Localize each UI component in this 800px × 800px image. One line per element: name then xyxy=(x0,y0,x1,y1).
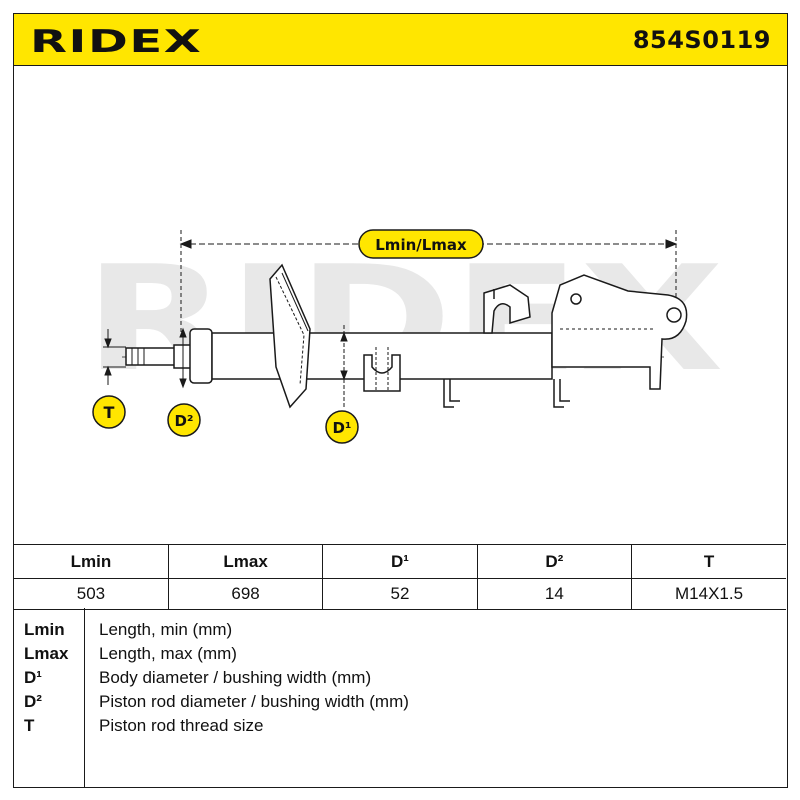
spec-value-lmin: 503 xyxy=(14,578,169,610)
legend-item: Lmin Length, min (mm) xyxy=(14,620,786,644)
knuckle-mount xyxy=(551,274,688,390)
legend-desc: Body diameter / bushing width (mm) xyxy=(99,668,372,687)
spec-col-lmin: Lmin xyxy=(14,544,169,579)
legend-desc: Length, max (mm) xyxy=(99,644,237,663)
spring-seat xyxy=(269,263,311,409)
legend-desc: Length, min (mm) xyxy=(99,620,233,639)
callout-d1-label: D¹ xyxy=(332,419,351,437)
shock-absorber-drawing: RIDEX Lmin/Lmax xyxy=(84,229,724,444)
spec-value-t: M14X1.5 xyxy=(631,578,786,610)
spec-col-lmax: Lmax xyxy=(167,544,323,579)
legend-item: Lmax Length, max (mm) xyxy=(14,644,786,668)
spec-value-d2: 14 xyxy=(476,578,632,610)
callout-d1: D¹ xyxy=(325,410,359,444)
legend: Lmin Length, min (mm) Lmax Length, max (… xyxy=(14,608,786,787)
callout-d2: D² xyxy=(167,403,201,437)
stabilizer-bracket xyxy=(363,347,401,392)
callout-d2-label: D² xyxy=(174,412,193,430)
legend-item: T Piston rod thread size xyxy=(14,716,786,740)
legend-key: D² xyxy=(24,692,42,711)
d2-dimension xyxy=(179,327,187,389)
spec-col-d1: D¹ xyxy=(322,544,478,579)
legend-item: D² Piston rod diameter / bushing width (… xyxy=(14,692,786,716)
datasheet: RIDEX 854S0119 RIDEX Lmin/Lmax xyxy=(13,13,788,788)
spec-col-t: T xyxy=(631,544,786,579)
header-bar: RIDEX 854S0119 xyxy=(14,14,787,66)
legend-key: Lmax xyxy=(24,644,69,663)
part-number: 854S0119 xyxy=(632,26,771,54)
legend-key: D¹ xyxy=(24,668,42,687)
piston-rod xyxy=(125,344,195,369)
legend-key: Lmin xyxy=(24,620,65,639)
legend-key: T xyxy=(24,716,35,735)
thread-dimension xyxy=(103,329,126,385)
spec-header-row: Lmin Lmax D¹ D² T xyxy=(14,544,786,579)
legend-divider xyxy=(84,608,85,787)
dimension-label: Lmin/Lmax xyxy=(375,236,467,254)
legend-desc: Piston rod diameter / bushing width (mm) xyxy=(99,692,409,711)
dimension-badge xyxy=(358,229,484,259)
brand-logo: RIDEX xyxy=(30,24,203,60)
spec-col-d2: D² xyxy=(476,544,632,579)
spec-value-row: 503 698 52 14 M14X1.5 xyxy=(14,578,786,610)
spec-value-lmax: 698 xyxy=(167,578,323,610)
callout-t: T xyxy=(92,395,126,429)
spec-table: Lmin Lmax D¹ D² T 503 698 52 14 M14X1.5 xyxy=(14,544,786,610)
legend-desc: Piston rod thread size xyxy=(99,716,264,735)
spec-value-d1: 52 xyxy=(322,578,478,610)
hose-bracket xyxy=(483,284,531,334)
legend-item: D¹ Body diameter / bushing width (mm) xyxy=(14,668,786,692)
callout-t-label: T xyxy=(104,403,115,422)
lower-hooks xyxy=(443,379,570,408)
d1-dimension xyxy=(340,325,348,407)
